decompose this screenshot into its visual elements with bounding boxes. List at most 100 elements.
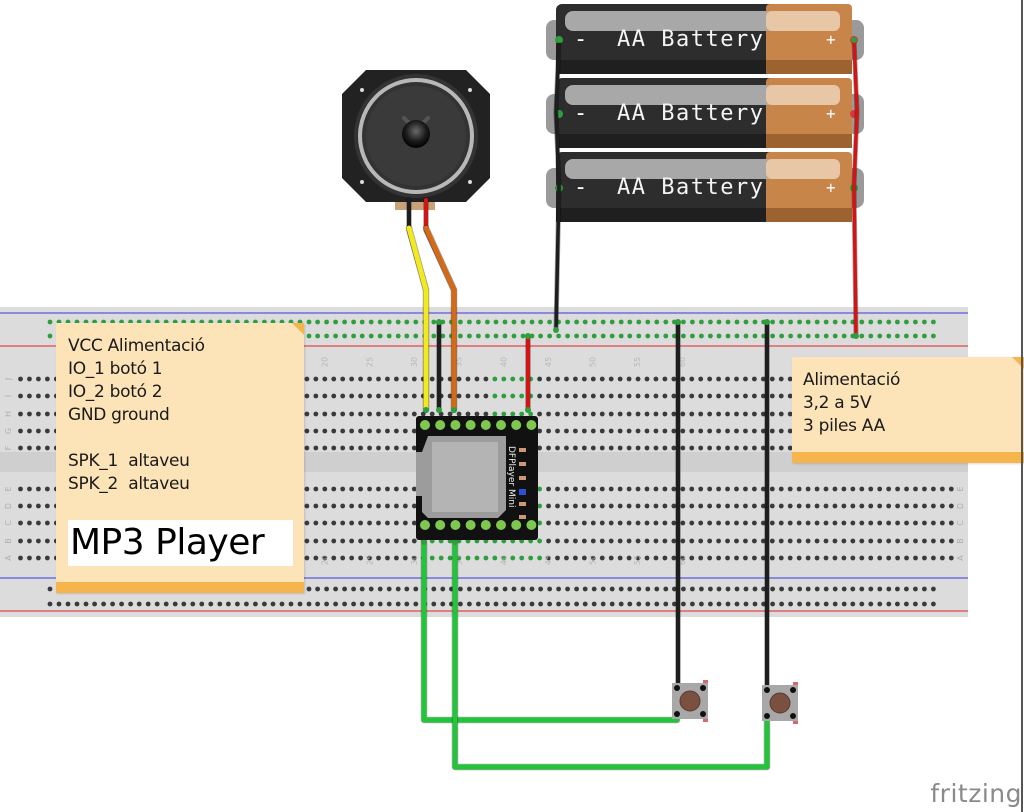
power-rail-hole[interactable] bbox=[306, 333, 312, 339]
breadboard-hole[interactable] bbox=[340, 520, 346, 526]
breadboard-hole[interactable] bbox=[331, 411, 337, 417]
power-rail-hole[interactable] bbox=[805, 333, 811, 339]
breadboard-hole[interactable] bbox=[411, 445, 417, 451]
power-rail-hole[interactable] bbox=[502, 586, 508, 592]
note-resize-bar[interactable] bbox=[792, 452, 1024, 463]
power-rail-hole[interactable] bbox=[467, 586, 472, 592]
breadboard-hole[interactable] bbox=[510, 411, 516, 417]
breadboard-hole[interactable] bbox=[385, 520, 390, 526]
power-rail-hole[interactable] bbox=[618, 333, 624, 339]
power-rail-hole[interactable] bbox=[574, 601, 579, 607]
power-rail-hole[interactable] bbox=[663, 601, 669, 607]
breadboard-hole[interactable] bbox=[385, 555, 390, 561]
wire-battery-negative[interactable] bbox=[554, 38, 561, 332]
power-rail-hole[interactable] bbox=[931, 586, 936, 592]
aa-battery[interactable]: -AA Battery+ bbox=[546, 78, 864, 148]
breadboard-hole[interactable] bbox=[402, 486, 408, 492]
power-rail-hole[interactable] bbox=[725, 333, 731, 339]
power-rail-hole[interactable] bbox=[931, 601, 936, 607]
breadboard-hole[interactable] bbox=[474, 555, 480, 561]
power-rail-hole[interactable] bbox=[511, 319, 517, 325]
breadboard-hole[interactable] bbox=[581, 428, 587, 434]
breadboard-hole[interactable] bbox=[304, 445, 310, 451]
power-rail-hole[interactable] bbox=[413, 586, 419, 592]
breadboard-hole[interactable] bbox=[948, 486, 954, 492]
breadboard-hole[interactable] bbox=[752, 393, 757, 399]
power-rail-hole[interactable] bbox=[395, 586, 401, 592]
breadboard-hole[interactable] bbox=[698, 555, 704, 561]
breadboard-hole[interactable] bbox=[44, 486, 50, 492]
breadboard-hole[interactable] bbox=[725, 428, 730, 434]
dfplayer-pin[interactable] bbox=[435, 520, 446, 530]
breadboard-hole[interactable] bbox=[581, 520, 587, 526]
power-rail-hole[interactable] bbox=[342, 601, 347, 607]
breadboard-hole[interactable] bbox=[608, 503, 614, 509]
power-rail-hole[interactable] bbox=[467, 601, 472, 607]
power-rail-hole[interactable] bbox=[627, 586, 633, 592]
breadboard-hole[interactable] bbox=[707, 555, 713, 561]
dfplayer-mini-module[interactable]: DFPlayer Mini bbox=[416, 416, 538, 540]
dfplayer-pin[interactable] bbox=[420, 520, 430, 530]
breadboard-hole[interactable] bbox=[886, 555, 892, 561]
breadboard-hole[interactable] bbox=[322, 520, 328, 526]
breadboard-hole[interactable] bbox=[716, 555, 721, 561]
breadboard-hole[interactable] bbox=[635, 486, 641, 492]
breadboard-hole[interactable] bbox=[599, 486, 605, 492]
dfplayer-pin[interactable] bbox=[450, 420, 461, 430]
breadboard-hole[interactable] bbox=[358, 393, 363, 399]
power-rail-hole[interactable] bbox=[458, 586, 463, 592]
power-rail-hole[interactable] bbox=[895, 333, 900, 339]
power-rail-hole[interactable] bbox=[850, 601, 856, 607]
power-rail-hole[interactable] bbox=[413, 319, 419, 325]
breadboard-hole[interactable] bbox=[868, 520, 874, 526]
breadboard-hole[interactable] bbox=[850, 520, 856, 526]
breadboard-hole[interactable] bbox=[904, 538, 909, 544]
breadboard-hole[interactable] bbox=[608, 538, 614, 544]
breadboard-hole[interactable] bbox=[340, 555, 346, 561]
power-rail-hole[interactable] bbox=[654, 586, 660, 592]
breadboard-hole[interactable] bbox=[555, 376, 560, 382]
breadboard-hole[interactable] bbox=[44, 555, 50, 561]
breadboard-hole[interactable] bbox=[599, 411, 605, 417]
power-rail-hole[interactable] bbox=[47, 319, 53, 325]
power-rail-hole[interactable] bbox=[663, 319, 669, 325]
breadboard-hole[interactable] bbox=[608, 411, 614, 417]
breadboard-hole[interactable] bbox=[573, 445, 578, 451]
breadboard-hole[interactable] bbox=[689, 486, 695, 492]
breadboard-hole[interactable] bbox=[376, 445, 381, 451]
breadboard-hole[interactable] bbox=[555, 520, 560, 526]
power-rail-hole[interactable] bbox=[663, 586, 669, 592]
breadboard-hole[interactable] bbox=[36, 393, 41, 399]
breadboard-hole[interactable] bbox=[44, 376, 50, 382]
breadboard-hole[interactable] bbox=[573, 503, 578, 509]
power-rail-hole[interactable] bbox=[333, 319, 338, 325]
breadboard-hole[interactable] bbox=[617, 520, 623, 526]
power-rail-hole[interactable] bbox=[823, 333, 829, 339]
power-rail-hole[interactable] bbox=[324, 586, 329, 592]
breadboard-hole[interactable] bbox=[555, 555, 560, 561]
breadboard-hole[interactable] bbox=[653, 393, 659, 399]
breadboard-hole[interactable] bbox=[644, 428, 650, 434]
breadboard-hole[interactable] bbox=[573, 486, 578, 492]
power-rail-hole[interactable] bbox=[333, 586, 338, 592]
dfplayer-pin[interactable] bbox=[450, 520, 461, 530]
breadboard-hole[interactable] bbox=[537, 520, 542, 526]
power-rail-hole[interactable] bbox=[47, 601, 53, 607]
breadboard-hole[interactable] bbox=[939, 486, 945, 492]
power-rail-hole[interactable] bbox=[359, 586, 365, 592]
power-rail-hole[interactable] bbox=[386, 586, 392, 592]
breadboard-hole[interactable] bbox=[411, 555, 417, 561]
breadboard-hole[interactable] bbox=[769, 520, 775, 526]
power-rail-hole[interactable] bbox=[814, 601, 820, 607]
breadboard-hole[interactable] bbox=[725, 445, 730, 451]
power-rail-hole[interactable] bbox=[359, 333, 365, 339]
breadboard-hole[interactable] bbox=[376, 520, 381, 526]
breadboard-hole[interactable] bbox=[581, 411, 587, 417]
breadboard-hole[interactable] bbox=[528, 411, 534, 417]
breadboard-hole[interactable] bbox=[581, 503, 587, 509]
power-rail-hole[interactable] bbox=[485, 601, 490, 607]
breadboard-hole[interactable] bbox=[752, 411, 757, 417]
power-rail-hole[interactable] bbox=[779, 586, 784, 592]
breadboard-hole[interactable] bbox=[510, 393, 516, 399]
breadboard-hole[interactable] bbox=[769, 538, 775, 544]
